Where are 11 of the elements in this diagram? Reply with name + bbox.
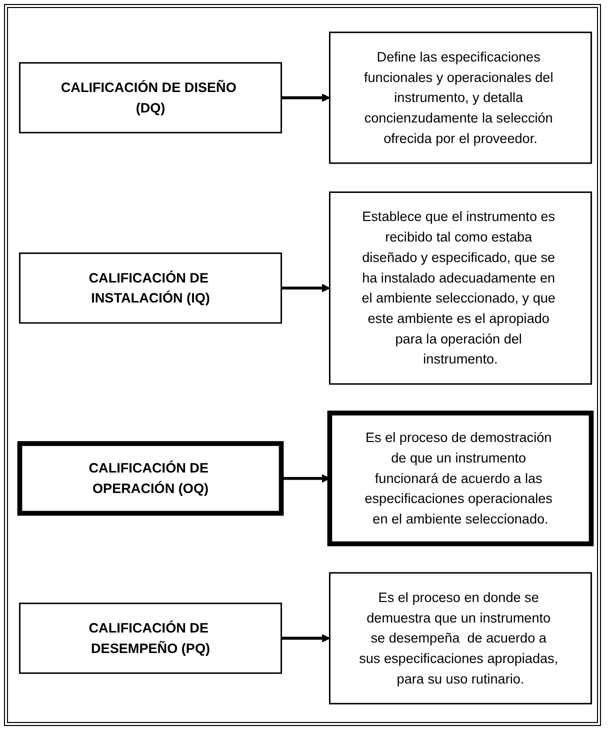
node-box: CALIFICACIÓN DE INSTALACIÓN (IQ) [19, 252, 282, 324]
node-box: Establece que el instrumento es recibido tal como estaba diseñado y especificado, que se ha instalado adecuadamente en el ambiente seleccionado, y que este ambiente es el apropiado para la operación del instrumento. [328, 191, 592, 385]
node-box: CALIFICACIÓN DE DESEMPEÑO (PQ) [19, 602, 282, 674]
node-box: Es el proceso en donde se demuestra que un instrumento se desempeña de acuerdo a sus especificaciones apropiadas, para su uso rutinario. [328, 572, 592, 704]
node-box: Define las especificaciones funcionales y operacionales del instrumento, y detalla concienzudamente la selección ofrecida por el proveedor. [328, 32, 592, 164]
arrow [281, 93, 330, 102]
node-box: CALIFICACIÓN DE DISEÑO (DQ) [19, 62, 282, 134]
node-box: CALIFICACIÓN DE OPERACIÓN (OQ) [17, 441, 284, 516]
arrow [281, 284, 330, 292]
node-box: Es el proceso de demostración de que un instrumento funcionará de acuerdo a las especificaciones operacionales en el ambiente seleccionado. [327, 410, 594, 546]
arrow [281, 634, 330, 643]
